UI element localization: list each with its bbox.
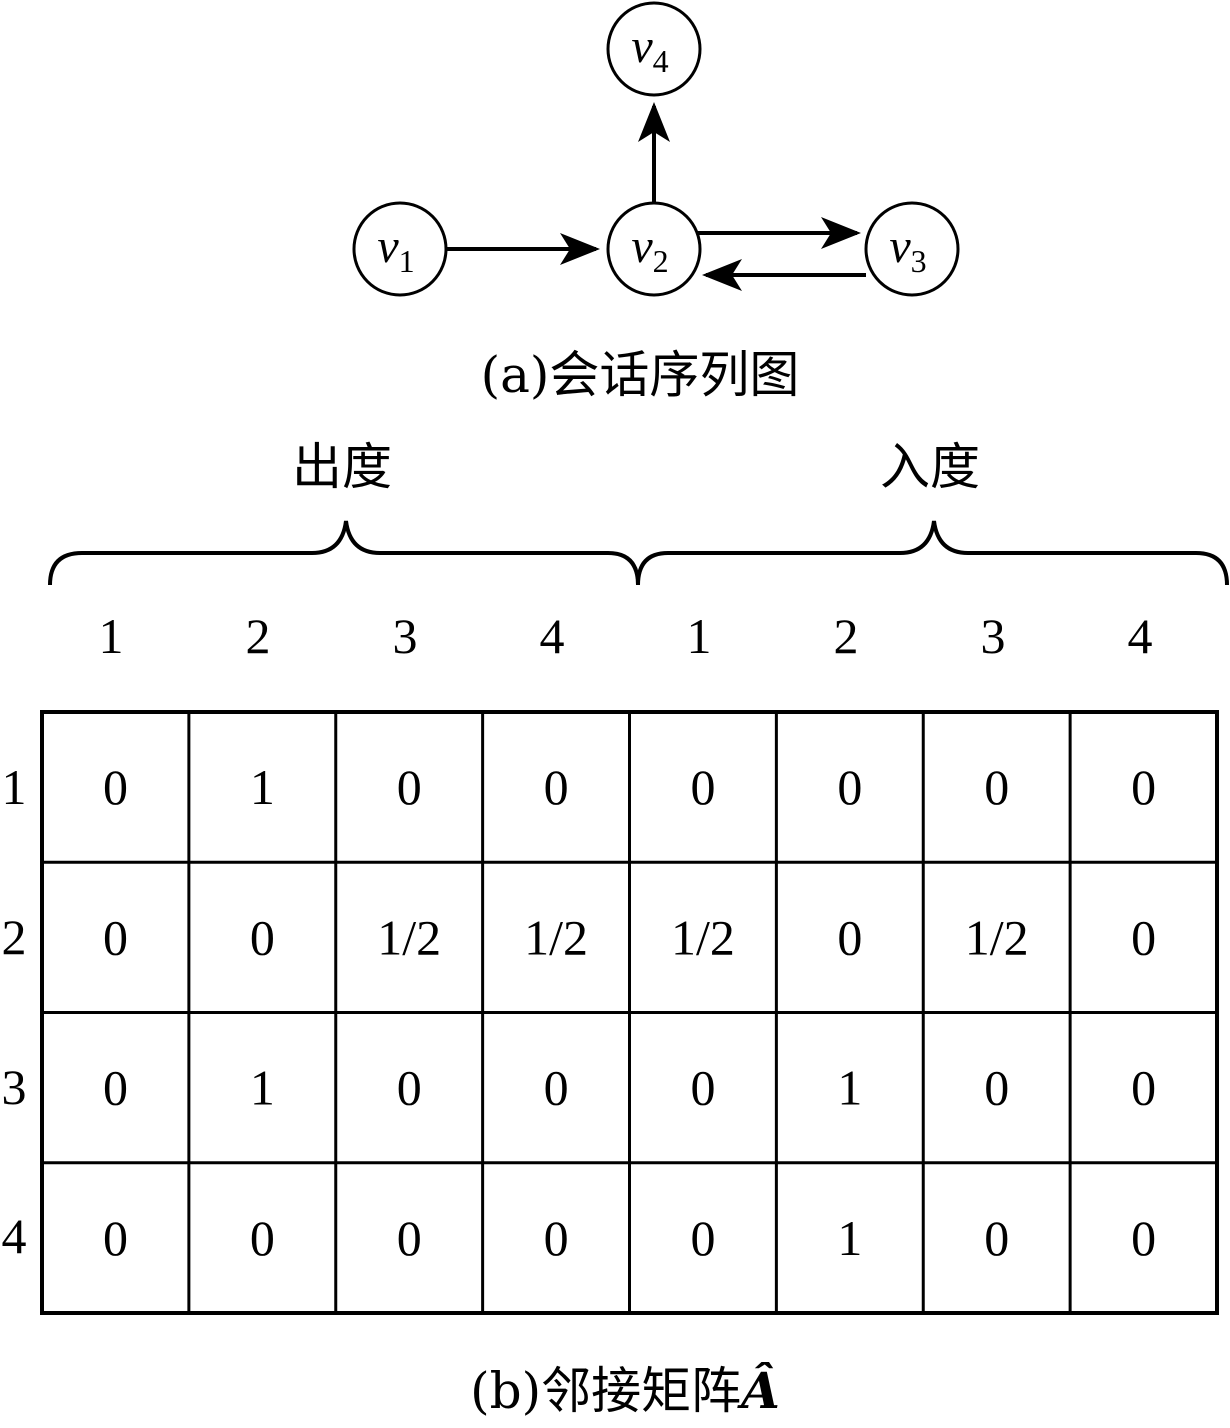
column-header: 2 — [246, 608, 271, 664]
matrix-cell: 1/2 — [524, 909, 588, 965]
node-v1: v1 — [352, 201, 448, 297]
svg-text:v3: v3 — [889, 220, 926, 279]
graph-caption: (a)会话序列图 — [481, 346, 800, 404]
matrix-cell: 0 — [984, 1210, 1009, 1266]
matrix-cell: 0 — [544, 1060, 569, 1116]
matrix-cell: 0 — [690, 1210, 715, 1266]
row-header: 3 — [2, 1059, 27, 1115]
in-degree-label: 入度 — [880, 438, 980, 496]
matrix-cell: 1/2 — [671, 909, 735, 965]
matrix-cell: 0 — [250, 909, 275, 965]
session-graph: v1 v2 v3 v4 (a)会话序列图 — [352, 1, 960, 404]
column-header: 3 — [393, 608, 418, 664]
matrix-cell: 1 — [250, 1060, 275, 1116]
matrix-cell: 0 — [250, 1210, 275, 1266]
column-header: 4 — [1128, 608, 1153, 664]
matrix-caption: (b)邻接矩阵Â — [470, 1361, 780, 1420]
matrix-cell: 1 — [837, 1060, 862, 1116]
matrix-cell: 0 — [397, 1060, 422, 1116]
matrix-cell: 0 — [103, 909, 128, 965]
svg-text:v1: v1 — [377, 220, 414, 279]
column-header: 1 — [99, 608, 124, 664]
node-v4: v4 — [606, 1, 702, 97]
matrix-cell: 0 — [1131, 909, 1156, 965]
matrix-cell: 0 — [544, 1210, 569, 1266]
matrix-cell: 0 — [1131, 1060, 1156, 1116]
matrix-cell: 0 — [1131, 1210, 1156, 1266]
matrix-cell: 0 — [690, 759, 715, 815]
column-header: 1 — [687, 608, 712, 664]
matrix-cell: 0 — [103, 1060, 128, 1116]
matrix-cell: 0 — [544, 759, 569, 815]
in-degree-brace — [636, 520, 1229, 586]
node-v2: v2 — [606, 201, 702, 297]
out-degree-label: 出度 — [292, 438, 392, 496]
column-header: 2 — [834, 608, 859, 664]
row-header: 4 — [2, 1208, 27, 1264]
column-headers: 1 2 3 4 1 2 3 4 — [99, 608, 1153, 664]
matrix-cell: 0 — [984, 759, 1009, 815]
column-header: 3 — [981, 608, 1006, 664]
node-v3: v3 — [864, 201, 960, 297]
matrix-caption-symbol: Â — [737, 1361, 780, 1420]
matrix-cell: 0 — [1131, 759, 1156, 815]
row-headers: 1 2 3 4 — [2, 759, 27, 1264]
matrix-cell: 1/2 — [377, 909, 441, 965]
matrix-cell: 0 — [837, 759, 862, 815]
row-header: 1 — [2, 759, 27, 815]
row-header: 2 — [2, 909, 27, 965]
svg-text:v2: v2 — [631, 220, 668, 279]
column-header: 4 — [540, 608, 565, 664]
matrix-cell: 0 — [984, 1060, 1009, 1116]
matrix-cell: 0 — [397, 759, 422, 815]
matrix-caption-prefix: (b)邻接矩阵 — [470, 1362, 741, 1420]
matrix-grid: 0 1 0 0 0 0 0 0 0 0 1/2 1/2 1/2 0 1/2 0 0 1 0 0 0 1 0 0 0 0 0 0 0 1 0 0 — [40, 710, 1219, 1315]
svg-text:v4: v4 — [631, 20, 668, 79]
matrix-cell: 1 — [837, 1210, 862, 1266]
matrix-cell: 0 — [397, 1210, 422, 1266]
matrix-cell: 1/2 — [965, 909, 1029, 965]
matrix-cell: 0 — [690, 1060, 715, 1116]
matrix-cell: 0 — [837, 909, 862, 965]
matrix-cell: 0 — [103, 1210, 128, 1266]
matrix-cell: 0 — [103, 759, 128, 815]
out-degree-brace — [48, 520, 640, 586]
matrix-cell: 1 — [250, 759, 275, 815]
